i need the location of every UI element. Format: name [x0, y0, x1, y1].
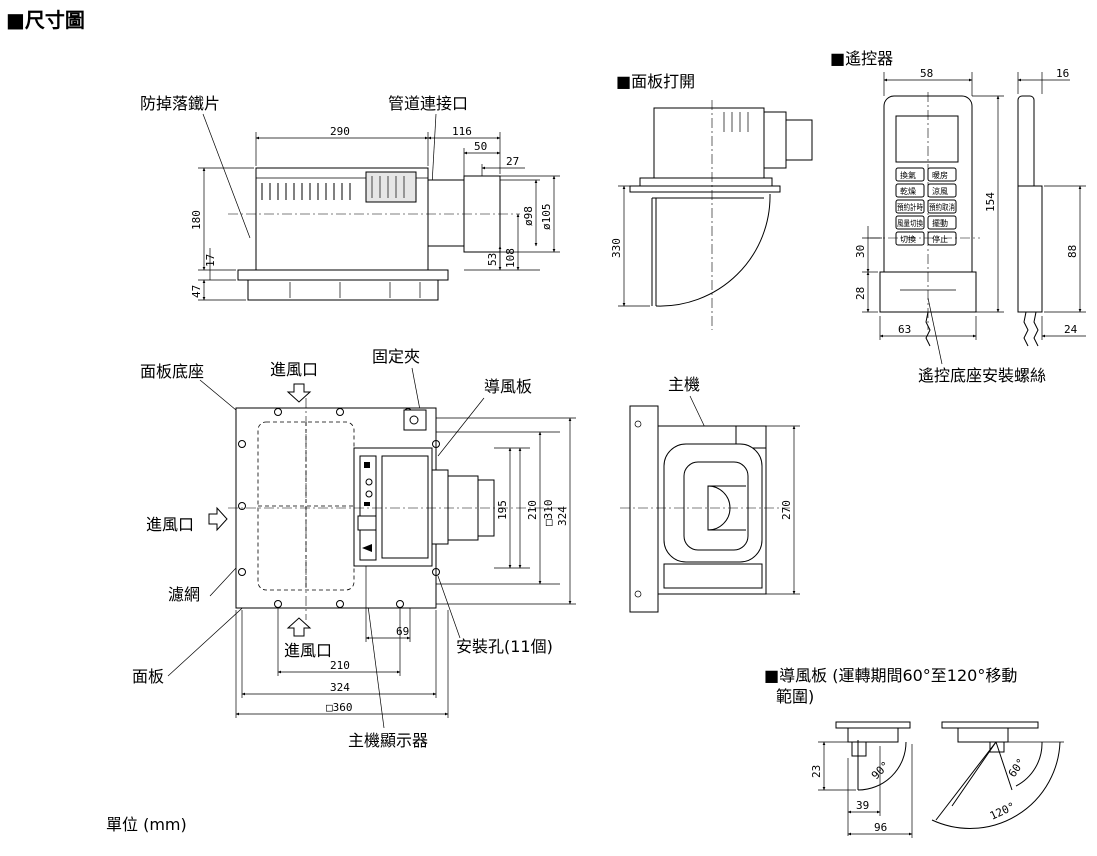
dim-23: 23	[810, 765, 823, 778]
dim-324-horiz: 324	[330, 681, 350, 694]
holes-label: 安裝孔(11個)	[456, 637, 553, 656]
remote-btn-2: 乾燥	[900, 186, 916, 196]
inlet-bottom-label: 進風口	[284, 641, 332, 660]
dim-116: 116	[452, 125, 472, 138]
remote-base-screw-label: 遙控底座安裝螺絲	[918, 366, 1046, 385]
dim-27: 27	[506, 155, 519, 168]
dim-330: 330	[610, 238, 623, 258]
louver-range-title-1: ■導風板 (運轉期間60°至120°移動	[764, 666, 1017, 685]
remote-controller-view: ■遙控器 58 換氣 暖房 乾燥 涼風 預約計時 預約取消 風量切換 擺動 切換…	[830, 49, 1086, 385]
dim-58: 58	[920, 67, 933, 80]
dim-180: 180	[190, 210, 203, 230]
dim-dia-98: ø98	[522, 206, 535, 226]
remote-btn-4: 預約計時	[897, 202, 923, 212]
anti-fall-plate-label: 防掉落鐵片	[140, 94, 220, 113]
dim-50: 50	[474, 140, 487, 153]
dim-88: 88	[1066, 245, 1079, 258]
angle-120: 120°	[988, 800, 1018, 823]
panel-open-title: ■面板打開	[616, 72, 695, 91]
louver-range-view: ■導風板 (運轉期間60°至120°移動 範圍) 90° 23 39 96 60…	[764, 666, 1064, 838]
remote-btn-8: 切換	[900, 234, 916, 244]
remote-btn-1: 暖房	[932, 170, 948, 180]
dim-210-vert: 210	[526, 500, 539, 520]
dim-324-vert: 324	[556, 506, 569, 526]
bottom-view: 面板底座 進風口 固定夾 導風板 進風口 濾網 面板 進風口 安裝孔(11個) …	[132, 347, 576, 750]
dim-39: 39	[856, 799, 869, 812]
remote-btn-6: 風量切換	[897, 218, 923, 228]
dim-16: 16	[1056, 67, 1069, 80]
remote-btn-3: 涼風	[932, 186, 948, 196]
dim-270: 270	[780, 500, 793, 520]
dim-96: 96	[874, 821, 887, 834]
remote-btn-0: 換氣	[900, 170, 916, 180]
dim-28: 28	[854, 287, 867, 300]
inlet-top-label: 進風口	[270, 360, 318, 379]
clip-label: 固定夾	[372, 347, 420, 366]
page-title: ■尺寸圖	[6, 8, 85, 32]
dim-69: 69	[396, 625, 409, 638]
remote-btn-7: 擺動	[932, 218, 948, 228]
angle-60: 60°	[1006, 756, 1028, 780]
dim-310-vert: □310	[542, 500, 555, 527]
dim-47: 47	[190, 285, 203, 298]
dim-17: 17	[204, 254, 217, 267]
louver-range-title-2: 範圍)	[776, 687, 814, 706]
filter-label: 濾網	[168, 585, 200, 604]
dim-290: 290	[330, 125, 350, 138]
dim-53: 53	[486, 253, 499, 266]
dim-108: 108	[504, 248, 517, 268]
dim-63: 63	[898, 323, 911, 336]
dim-195: 195	[496, 500, 509, 520]
panel-label: 面板	[132, 667, 164, 686]
dim-154: 154	[984, 192, 997, 212]
front-view: 主機 270	[620, 375, 800, 613]
panel-base-label: 面板底座	[140, 362, 204, 381]
louver-label: 導風板	[484, 377, 532, 396]
dim-360-horiz: □360	[326, 701, 353, 714]
remote-btn-9: 停止	[932, 234, 948, 244]
dim-24: 24	[1064, 323, 1078, 336]
panel-open-view: ■面板打開 330	[610, 72, 813, 330]
remote-title: ■遙控器	[830, 49, 893, 68]
side-view: 防掉落鐵片 管道連接口	[140, 94, 560, 301]
unit-note: 單位 (mm)	[106, 815, 187, 834]
inlet-left-label: 進風口	[146, 515, 194, 534]
main-unit-label: 主機	[668, 375, 700, 394]
remote-btn-5: 預約取消	[929, 202, 955, 212]
duct-connector-label: 管道連接口	[388, 94, 468, 113]
dim-30: 30	[854, 245, 867, 258]
dim-dia-105: ø105	[540, 204, 553, 231]
display-label: 主機顯示器	[348, 731, 428, 750]
dim-210-horiz: 210	[330, 659, 350, 672]
